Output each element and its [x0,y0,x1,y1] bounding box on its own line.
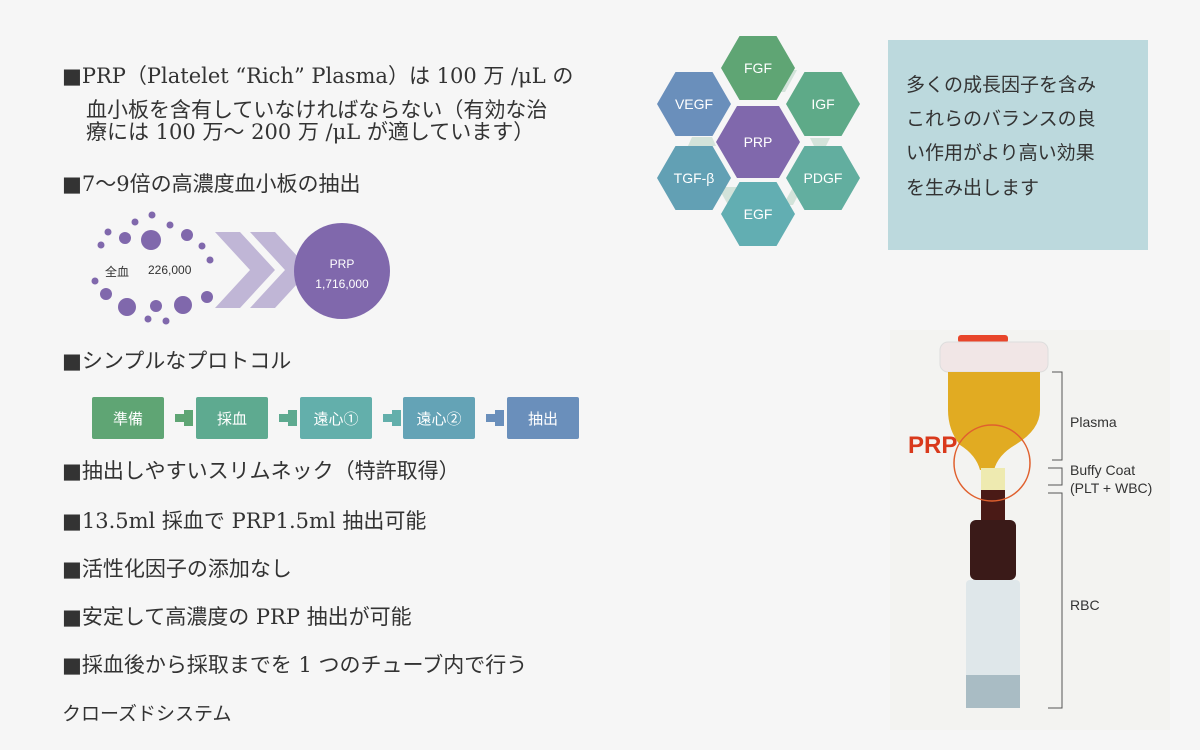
tube-plt-wbc-label: (PLT + WBC) [1070,480,1153,496]
bullet-closed-system: クローズドシステム [62,703,232,725]
info-line: を生み出します [906,176,1040,199]
bullet-prp-definition-1: ■PRP（Platelet “Rich” Plasma）は 100 万 /μL … [62,64,574,88]
whole-blood-label: 全血 [105,265,130,279]
bullet-slim-neck: ■抽出しやすいスリムネック（特許取得） [62,459,460,483]
bullet-prp-definition-2: 血小板を含有していなければならない（有効な治 [86,98,548,122]
tube-rbc-label: RBC [1070,597,1100,613]
step-prepare: 準備 [92,397,164,439]
prp-circle-label: PRP [329,257,355,271]
prp-tube-image [890,330,1170,730]
bullet-single-tube: ■採血後から採取までを 1 つのチューブ内で行う [62,653,528,677]
arrow-right-icon [383,410,401,426]
tube-plasma-label: Plasma [1070,414,1117,430]
arrow-right-icon [486,410,504,426]
tube-buffy-coat-label: Buffy Coat [1070,462,1136,478]
bullet-volume: ■13.5ml 採血で PRP1.5ml 抽出可能 [62,509,427,533]
step-centrifuge-2: 遠心② [403,397,475,439]
platelet-dots [91,211,214,325]
info-line: 多くの成長因子を含み [906,74,1097,96]
step-blood-draw: 採血 [196,397,268,439]
bullet-prp-definition-3: 療には 100 万〜 200 万 /μL が適しています） [86,120,535,144]
bullet-concentration: ■7〜9倍の高濃度血小板の抽出 [62,172,361,196]
tube-prp-label: PRP [908,432,958,459]
prp-circle-value: 1,716,000 [315,277,369,291]
step-extract: 抽出 [507,397,579,439]
bullet-protocol: ■シンプルなプロトコル [62,349,292,373]
bullet-stable: ■安定して高濃度の PRP 抽出が可能 [62,605,412,629]
arrow-right-icon [279,410,297,426]
arrow-right-icon [175,410,193,426]
concentration-diagram [91,211,390,325]
hex-prp-center: PRP [716,106,800,178]
info-box: 多くの成長因子を含み これらのバランスの良 い作用がより高い効果 を生み出します [888,40,1148,250]
info-line: これらのバランスの良 [906,108,1096,131]
whole-blood-value: 226,000 [148,263,192,277]
bullet-no-activator: ■活性化因子の添加なし [62,557,292,581]
step-centrifuge-1: 遠心① [300,397,372,439]
prp-circle [294,223,390,319]
info-line: い作用がより高い効果 [906,142,1095,165]
